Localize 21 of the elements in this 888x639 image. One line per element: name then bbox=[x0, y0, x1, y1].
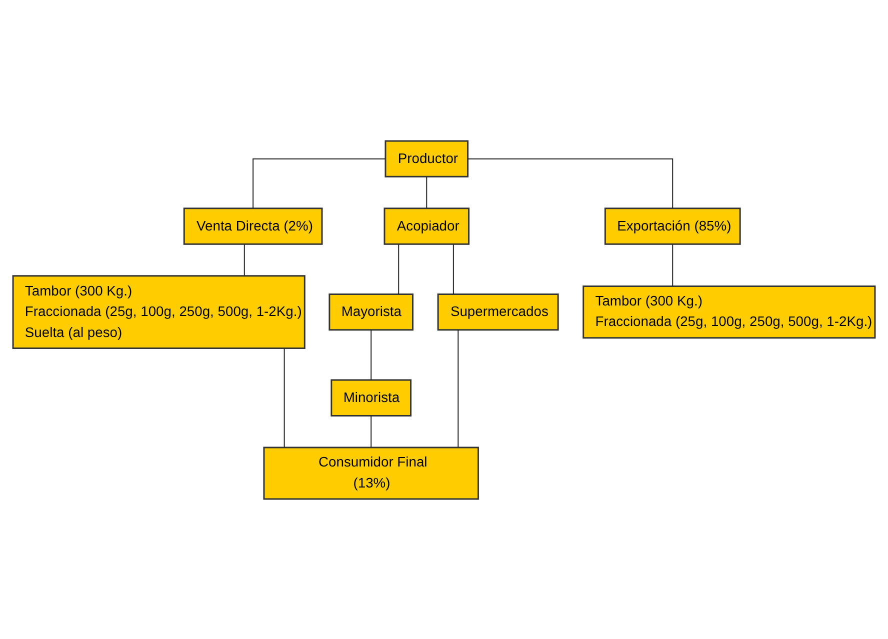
node-box: Acopiador bbox=[384, 207, 470, 244]
node-box: Tambor (300 Kg.) Fraccionada (25g, 100g, 250g, 500g, 1-2Kg.) Suelta (al peso) bbox=[12, 274, 306, 349]
connector bbox=[398, 243, 400, 294]
node-box: Exportación (85%) bbox=[604, 207, 741, 244]
connector bbox=[467, 158, 674, 208]
connector bbox=[370, 329, 372, 380]
node-box: Mayorista bbox=[328, 292, 414, 330]
node-box: Productor bbox=[384, 140, 469, 177]
node-box: Tambor (300 Kg.) Fraccionada (25g, 100g, 250g, 500g, 1-2Kg.) bbox=[582, 285, 876, 338]
node-box: Consumidor Final (13%) bbox=[263, 446, 479, 500]
connector bbox=[244, 243, 245, 276]
node-box: Supermercados bbox=[437, 292, 559, 330]
connector bbox=[458, 328, 459, 448]
node-box: Venta Directa (2%) bbox=[183, 207, 323, 244]
connector bbox=[426, 176, 428, 208]
connector bbox=[252, 158, 386, 208]
node-box: Minorista bbox=[330, 378, 412, 416]
connector bbox=[370, 414, 372, 448]
connector bbox=[284, 348, 285, 448]
connector bbox=[672, 243, 674, 286]
connector bbox=[452, 243, 454, 294]
